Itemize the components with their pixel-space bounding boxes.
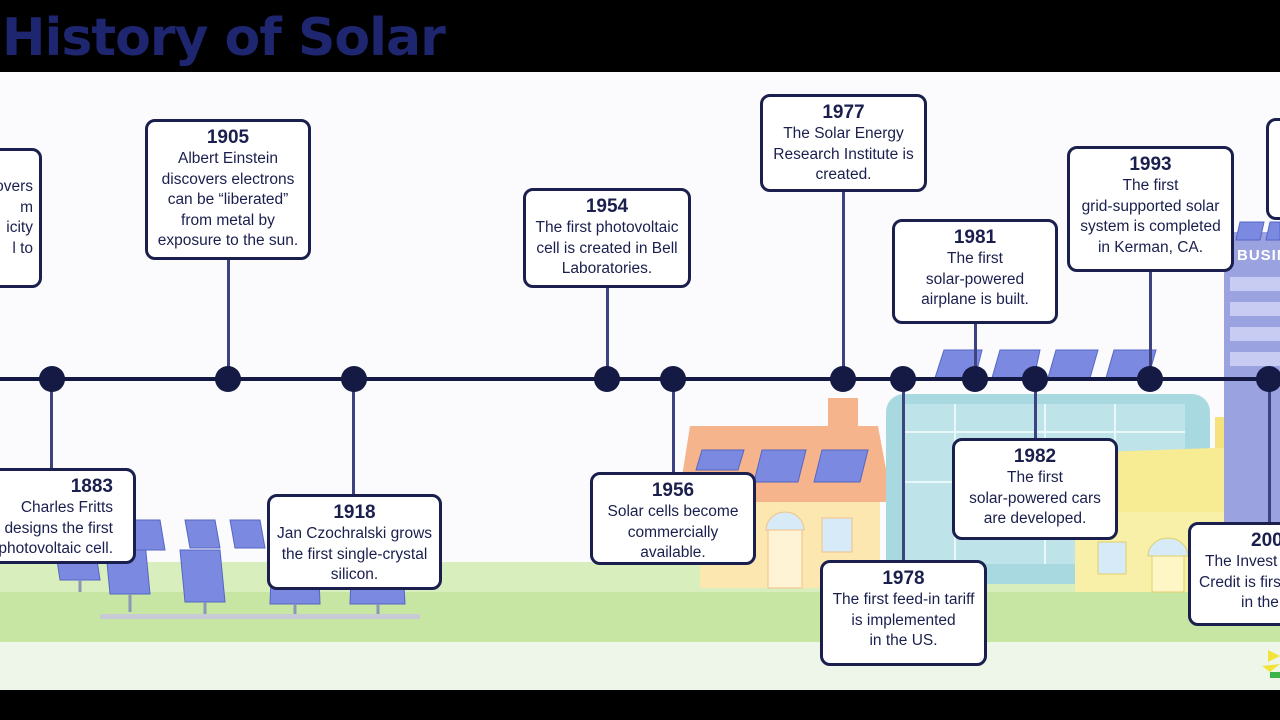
timeline-dot-1883 [39, 366, 65, 392]
event-line: discovers electrons [161, 170, 295, 188]
title-bar: History of Solar [0, 0, 1280, 72]
event-card-1954: 1954 The first photovoltaic cell is crea… [523, 188, 691, 288]
tick-1905 [227, 258, 230, 380]
event-year: 1993 [1129, 154, 1172, 175]
event-card-1905: 1905 Albert Einstein discovers electrons… [145, 119, 311, 260]
event-line: in the US. [869, 632, 938, 649]
event-line: The first [947, 250, 1003, 267]
event-year: 1883 [70, 476, 113, 497]
timeline-dot-1956 [660, 366, 686, 392]
timeline-dot-1905 [215, 366, 241, 392]
timeline-dot-1954 [594, 366, 620, 392]
event-card-1981: 1981 The first solar-powered airplane is… [892, 219, 1058, 324]
page-title: History of Solar [2, 8, 446, 68]
event-line: photovoltaic cell. [0, 540, 113, 557]
event-line: Jan Czochralski grows [276, 525, 433, 542]
event-line: in the [1241, 594, 1279, 611]
event-line: solar-powered cars [969, 489, 1101, 507]
timeline-scene: BUSIN overs m icity l to 1883 Charles Fr… [0, 72, 1280, 690]
event-line: Research Institute is [773, 145, 914, 163]
event-card-partial-top-right [1266, 118, 1280, 220]
event-line: The first [1122, 177, 1179, 194]
timeline-dot-2006 [1256, 366, 1280, 392]
event-card-1977: 1977 The Solar Energy Research Institute… [760, 94, 927, 192]
event-line: commercially [627, 523, 719, 541]
event-year: 1978 [882, 568, 925, 589]
tick-1956 [672, 390, 675, 472]
event-line: overs [0, 178, 33, 195]
building-sign: BUSIN [1237, 247, 1280, 264]
timeline-dot-1982 [1022, 366, 1048, 392]
event-year: 1981 [953, 227, 997, 248]
event-card-2006-partial: 200 The Invest Credit is firs in the [1188, 522, 1280, 626]
tick-1981 [974, 322, 977, 380]
event-line: Laboratories. [561, 260, 653, 277]
event-line: the first single-crystal [281, 545, 428, 563]
tick-1918 [352, 390, 355, 494]
event-year: 1905 [206, 127, 250, 148]
event-year: 1954 [585, 196, 629, 217]
timeline-dot-1977 [830, 366, 856, 392]
timeline-dot-1918 [341, 366, 367, 392]
timeline-axis [0, 377, 1280, 381]
event-line: is implemented [851, 611, 956, 629]
tick-1883 [50, 390, 53, 468]
tick-1954 [606, 286, 609, 380]
event-line: Solar cells become [607, 503, 739, 520]
event-line: The first feed-in tariff [832, 591, 975, 608]
event-line: are developed. [983, 510, 1087, 527]
event-year: 1982 [1013, 446, 1057, 467]
event-line: solar-powered [925, 270, 1025, 288]
tick-1978 [902, 390, 905, 560]
tick-1977 [842, 190, 845, 380]
event-card-1982: 1982 The first solar-powered cars are de… [952, 438, 1118, 540]
event-line: Albert Einstein [178, 150, 278, 167]
tick-1982 [1034, 390, 1037, 440]
timeline-dot-1981 [962, 366, 988, 392]
event-line: from metal by [181, 211, 275, 229]
event-line: cell is created in Bell [536, 239, 678, 257]
event-line: silicon. [330, 566, 379, 583]
timeline-dot-1993 [1137, 366, 1163, 392]
event-year: 1956 [651, 480, 695, 501]
event-line: Charles Fritts [20, 499, 113, 516]
event-card-partial-left: overs m icity l to [0, 148, 42, 288]
event-line: m [20, 198, 33, 216]
event-card-1918: 1918 Jan Czochralski grows the first sin… [267, 494, 442, 590]
event-line: The Solar Energy [783, 125, 904, 142]
event-card-1883: 1883 Charles Fritts designs the first ph… [0, 468, 136, 564]
tick-2006 [1268, 390, 1271, 526]
event-line: The first [1007, 469, 1063, 486]
event-line: created. [815, 166, 872, 183]
event-line: l to [12, 239, 33, 257]
event-line: airplane is built. [921, 291, 1029, 308]
event-card-1978: 1978 The first feed-in tariff is impleme… [820, 560, 987, 666]
event-line: grid-supported solar [1081, 197, 1220, 215]
event-line: in Kerman, CA. [1097, 238, 1204, 256]
event-line: available. [640, 544, 706, 561]
tick-1993 [1149, 270, 1152, 380]
event-line: can be “liberated” [167, 191, 289, 208]
event-year: 200 [1251, 530, 1280, 551]
event-card-1956: 1956 Solar cells become commercially ava… [590, 472, 756, 565]
event-card-1993: 1993 The first grid-supported solar syst… [1067, 146, 1234, 272]
event-line: The first photovoltaic [535, 219, 679, 236]
bottom-bar [0, 690, 1280, 720]
event-line: system is completed [1080, 218, 1221, 235]
event-year: 1918 [333, 502, 376, 523]
event-line: icity [6, 219, 33, 236]
event-line: designs the first [4, 519, 113, 537]
event-year: 1977 [822, 102, 865, 123]
event-line: The Invest [1205, 553, 1278, 570]
timeline-dot-1978 [890, 366, 916, 392]
event-line: exposure to the sun. [157, 232, 299, 249]
event-line: Credit is firs [1199, 573, 1280, 591]
